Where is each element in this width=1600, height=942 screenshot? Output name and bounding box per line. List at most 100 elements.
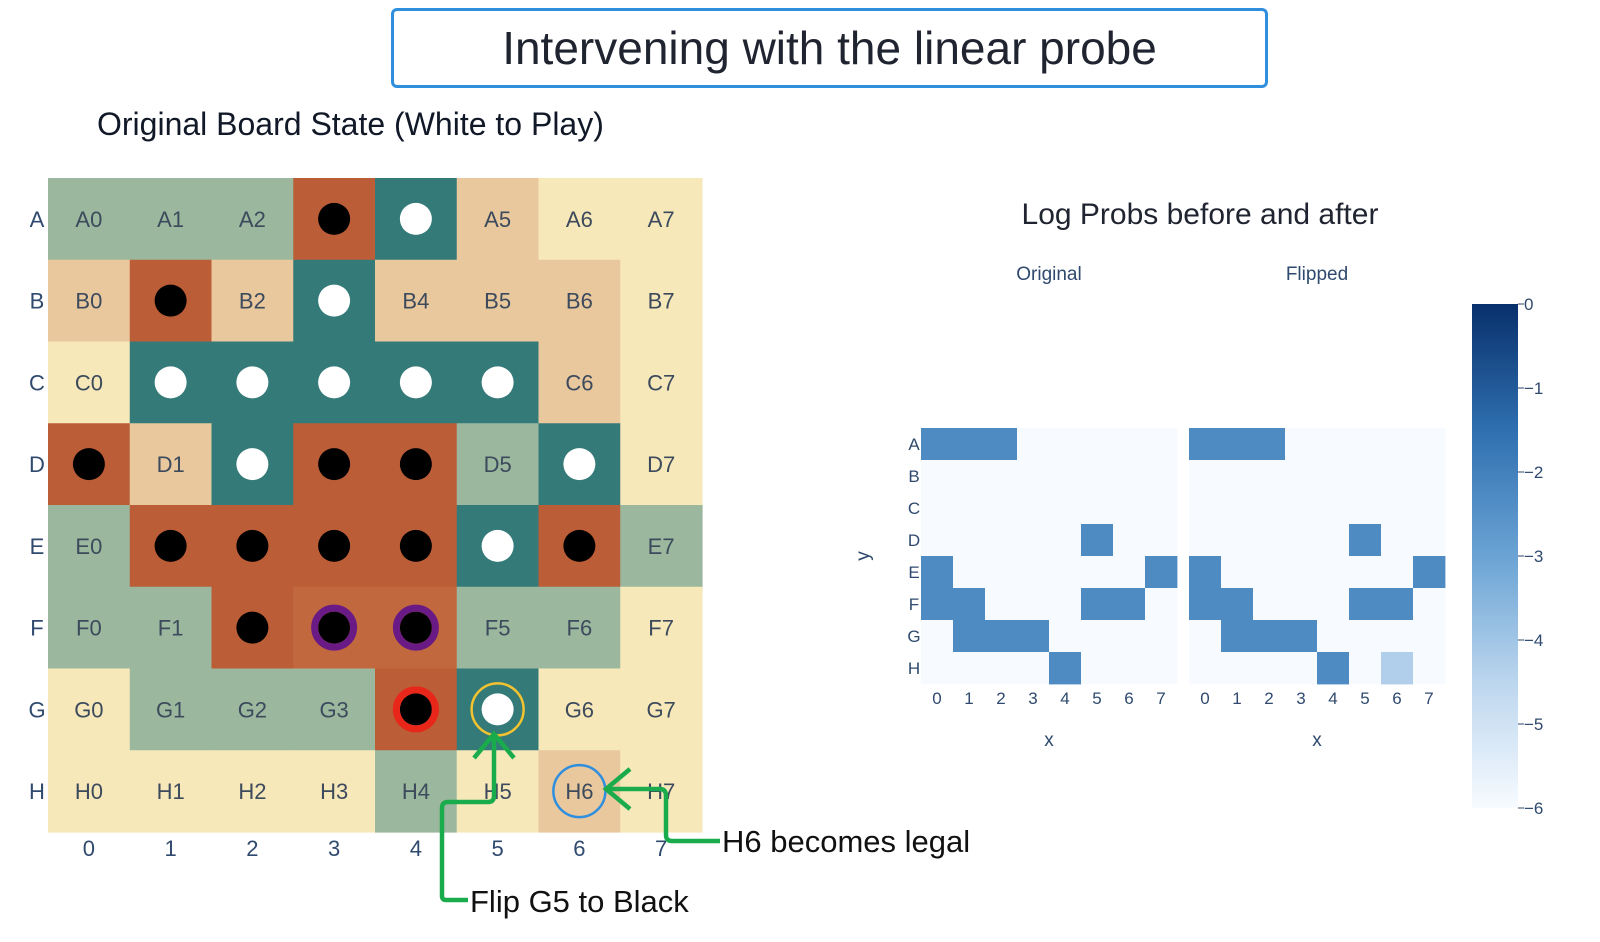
- y-tick-label: C: [908, 499, 920, 518]
- heatmap-cell-original-F7: [1145, 588, 1178, 621]
- heatmap-cell-flipped-H3: [1285, 652, 1318, 685]
- heatmap-cell-original-C2: [985, 492, 1018, 525]
- panel-title-flipped: Flipped: [1286, 264, 1348, 285]
- heatmap-cell-original-A7: [1145, 428, 1178, 461]
- heatmap-cell-flipped-G5: [1349, 620, 1382, 653]
- heatmap-cell-flipped-D0: [1189, 524, 1222, 557]
- square-label: F1: [158, 616, 184, 641]
- square-label: D7: [647, 452, 675, 477]
- square-label: H2: [238, 779, 266, 804]
- white-piece-G5: [481, 693, 514, 726]
- heatmap-cell-original-F4: [1049, 588, 1082, 621]
- heatmap-cell-original-G0: [921, 620, 954, 653]
- heatmap-cell-flipped-C7: [1413, 492, 1446, 525]
- heatmap-cell-flipped-F1: [1221, 588, 1254, 621]
- x-tick-label: 3: [1296, 689, 1305, 708]
- heatmap-cell-flipped-A1: [1221, 428, 1254, 461]
- col-label-3: 3: [328, 836, 340, 861]
- heatmap-cell-original-C7: [1145, 492, 1178, 525]
- x-tick-label: 0: [1200, 689, 1209, 708]
- x-axis-label-original: x: [1044, 730, 1054, 751]
- square-label: G6: [565, 697, 594, 722]
- board-square-G3: [293, 668, 376, 751]
- heatmap-cell-original-F2: [985, 588, 1018, 621]
- board-square-F0: [48, 586, 131, 670]
- heatmap-cell-flipped-C4: [1317, 492, 1350, 525]
- heatmap-cell-original-H5: [1081, 652, 1114, 685]
- black-piece-F3: [318, 611, 351, 644]
- heatmap-cell-original-H2: [985, 652, 1018, 685]
- heatmap-cell-flipped-D3: [1285, 524, 1318, 557]
- heatmap-cell-original-E1: [953, 556, 986, 589]
- x-tick-label: 0: [932, 689, 941, 708]
- black-piece-E1: [154, 529, 187, 562]
- flip-annotation: Flip G5 to Black: [470, 884, 689, 919]
- square-label: G0: [74, 697, 103, 722]
- board-square-A2: [211, 178, 294, 261]
- heatmap-cell-original-G6: [1113, 620, 1146, 653]
- board-square-H0: [48, 750, 131, 833]
- heatmap-cell-flipped-H6: [1381, 652, 1414, 685]
- x-tick-label: 1: [1232, 689, 1241, 708]
- board-square-H3: [293, 750, 376, 833]
- heatmap-cell-original-A2: [985, 428, 1018, 461]
- heatmap-cell-flipped-H5: [1349, 652, 1382, 685]
- legal-arrow-head: [602, 767, 632, 811]
- white-piece-C1: [154, 366, 187, 399]
- square-label: H1: [157, 779, 185, 804]
- heatmap-cell-original-E4: [1049, 556, 1082, 589]
- black-piece-D0: [72, 448, 105, 481]
- board-square-A0: [48, 178, 131, 261]
- heatmap-cell-original-C4: [1049, 492, 1082, 525]
- board-square-H2: [211, 750, 294, 833]
- heatmap-cell-flipped-G1: [1221, 620, 1254, 653]
- board-square-B0: [48, 259, 131, 343]
- board-square-A6: [538, 178, 621, 261]
- white-piece-D6: [563, 448, 596, 481]
- black-piece-D3: [318, 448, 351, 481]
- board-square-H5: [456, 750, 540, 833]
- heatmap-cell-original-B2: [985, 460, 1018, 493]
- highlight-ring: [311, 604, 358, 651]
- square-label: A2: [239, 207, 266, 232]
- heatmap-cell-flipped-A2: [1253, 428, 1286, 461]
- heatmap-cell-original-A5: [1081, 428, 1114, 461]
- heatmap-cell-flipped-A5: [1349, 428, 1382, 461]
- heatmap-cell-original-E5: [1081, 556, 1114, 589]
- row-label-G: G: [28, 697, 45, 722]
- heatmap-cell-flipped-C1: [1221, 492, 1254, 525]
- black-piece-G4: [399, 693, 432, 726]
- heatmap-cell-flipped-H2: [1253, 652, 1286, 685]
- heatmap-cell-original-B3: [1017, 460, 1050, 493]
- heatmap-cell-flipped-E3: [1285, 556, 1318, 589]
- board-square-G7: [620, 668, 703, 751]
- board-square-D1: [129, 423, 213, 506]
- row-label-A: A: [30, 207, 45, 232]
- main-title: Intervening with the linear probe: [502, 22, 1157, 74]
- board-square-B7: [620, 259, 703, 343]
- heatmap-cell-original-G7: [1145, 620, 1178, 653]
- square-label: B6: [566, 289, 593, 314]
- board-square-D5: [456, 423, 540, 506]
- heatmap-cell-original-D6: [1113, 524, 1146, 557]
- board-square-B6: [538, 259, 621, 343]
- heatmap-cell-original-G5: [1081, 620, 1114, 653]
- heatmap-cell-original-G1: [953, 620, 986, 653]
- heatmap-cell-flipped-C2: [1253, 492, 1286, 525]
- colorbar-tick-label: −1: [1524, 379, 1543, 398]
- square-label: G3: [319, 697, 348, 722]
- x-tick-label: 4: [1328, 689, 1337, 708]
- square-label: B7: [648, 289, 675, 314]
- heatmap-cell-original-H1: [953, 652, 986, 685]
- x-tick-label: 1: [964, 689, 973, 708]
- black-piece-A3: [318, 202, 351, 235]
- heatmap-cell-flipped-G7: [1413, 620, 1446, 653]
- heatmap-cell-original-F6: [1113, 588, 1146, 621]
- heatmap-cell-flipped-E0: [1189, 556, 1222, 589]
- heatmap-cell-flipped-H1: [1221, 652, 1254, 685]
- board-square-C0: [48, 341, 131, 424]
- heatmap-cell-original-B5: [1081, 460, 1114, 493]
- panel-title-original: Original: [1016, 264, 1081, 285]
- heatmap-cell-flipped-F5: [1349, 588, 1382, 621]
- heatmap-cell-original-E6: [1113, 556, 1146, 589]
